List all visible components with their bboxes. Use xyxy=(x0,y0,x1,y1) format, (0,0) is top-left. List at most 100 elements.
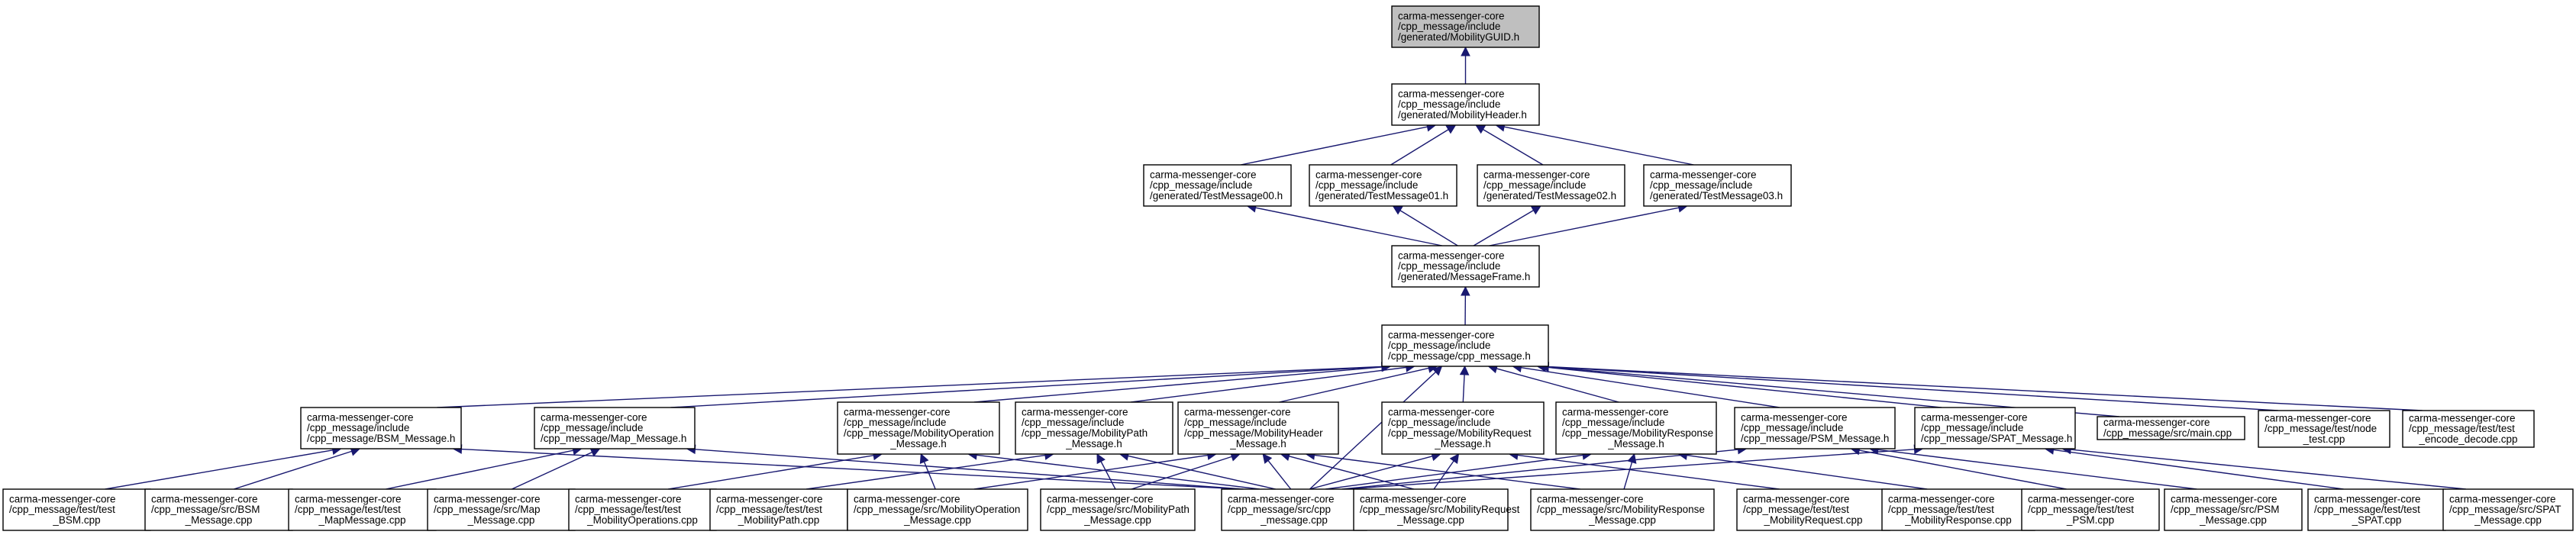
node-label-line: /cpp_message/src/cpp xyxy=(1228,504,1331,515)
node-label-line: /cpp_message/include xyxy=(307,422,409,433)
node-box xyxy=(2258,410,2390,448)
node-label-line: /cpp_message/include xyxy=(1150,179,1252,191)
graph-node[interactable]: carma-messenger-core/cpp_message/include… xyxy=(1015,401,1173,455)
graph-node[interactable]: carma-messenger-core/cpp_message/src/Mob… xyxy=(1530,488,1715,531)
node-label-line: _Message.cpp xyxy=(903,514,971,526)
node-label-line: _Message.cpp xyxy=(1396,514,1464,526)
node-label-line: carma-messenger-core xyxy=(1650,169,1757,180)
node-label-line: /cpp_message/include xyxy=(1184,417,1286,428)
graph-node[interactable]: carma-messenger-core/cpp_message/src/cpp… xyxy=(1221,488,1367,531)
node-label-line: /cpp_message/test/test xyxy=(716,504,822,515)
node-label-line: _Message.h xyxy=(1065,438,1122,449)
graph-node[interactable]: carma-messenger-core/cpp_message/src/mai… xyxy=(2097,416,2245,440)
graph-node[interactable]: carma-messenger-core/cpp_message/test/no… xyxy=(2258,410,2390,448)
node-label-line: /cpp_message/src/MobilityResponse xyxy=(1537,504,1705,515)
node-label-line: _Message.cpp xyxy=(185,514,253,526)
node-box xyxy=(1530,488,1715,531)
graph-node[interactable]: carma-messenger-core/cpp_message/test/te… xyxy=(1881,488,2035,531)
node-label-line: _Message.cpp xyxy=(467,514,535,526)
node-box xyxy=(1015,401,1173,455)
graph-node[interactable]: carma-messenger-core/cpp_message/include… xyxy=(1391,83,1540,126)
graph-node[interactable]: carma-messenger-core/cpp_message/src/Mob… xyxy=(1353,488,1520,531)
graph-node[interactable]: carma-messenger-core/cpp_message/include… xyxy=(837,401,1000,455)
graph-node[interactable]: carma-messenger-core/cpp_message/src/SPA… xyxy=(2442,488,2574,531)
node-label-line: carma-messenger-core xyxy=(1360,493,1467,504)
graph-node[interactable]: carma-messenger-core/cpp_message/src/BSM… xyxy=(144,488,293,531)
node-label-line: /cpp_message/src/Map xyxy=(434,504,541,515)
node-label-line: carma-messenger-core xyxy=(1228,493,1335,504)
node-label-line: carma-messenger-core xyxy=(1921,411,2028,423)
graph-node[interactable]: carma-messenger-core/cpp_message/include… xyxy=(1555,401,1717,455)
edge-n8-to-n7 xyxy=(437,366,1382,408)
node-label-line: carma-messenger-core xyxy=(854,493,960,504)
node-label-line: /cpp_message/test/test xyxy=(9,504,115,515)
node-label-line: /cpp_message/cpp_message.h xyxy=(1388,350,1531,362)
graph-node[interactable]: carma-messenger-core/cpp_message/include… xyxy=(1143,164,1292,207)
graph-node[interactable]: carma-messenger-core/cpp_message/include… xyxy=(1381,324,1549,367)
edge-n28-to-n16 xyxy=(1344,449,1915,490)
graph-node[interactable]: carma-messenger-core/cpp_message/include… xyxy=(1477,164,1625,207)
edge-n25-to-n11 xyxy=(805,454,1046,490)
node-box xyxy=(1177,401,1339,455)
graph-node[interactable]: carma-messenger-core/cpp_message/include… xyxy=(534,407,696,449)
graph-node[interactable]: carma-messenger-core/cpp_message/include… xyxy=(1391,245,1540,288)
edge-n9-to-n7 xyxy=(670,366,1382,408)
graph-node[interactable]: carma-messenger-core/cpp_message/include… xyxy=(1177,401,1339,455)
node-box xyxy=(2442,488,2574,531)
node-box xyxy=(1643,164,1792,207)
node-label-line: /cpp_message/BSM_Message.h xyxy=(307,433,455,444)
node-label-line: /generated/MobilityGUID.h xyxy=(1398,31,1519,43)
graph-node[interactable]: carma-messenger-core/cpp_message/src/PSM… xyxy=(2164,488,2303,531)
graph-node[interactable]: carma-messenger-core/cpp_message/test/te… xyxy=(2307,488,2446,531)
graph-node[interactable]: carma-messenger-core/cpp_message/src/Map… xyxy=(427,488,576,531)
node-label-line: _Message.cpp xyxy=(1083,514,1151,526)
graph-node[interactable]: carma-messenger-core/cpp_message/include… xyxy=(300,407,462,449)
graph-node[interactable]: carma-messenger-core/cpp_message/include… xyxy=(1381,401,1545,455)
arrowhead-icon xyxy=(1475,124,1487,134)
edge-n15-to-n7 xyxy=(1521,366,1780,408)
node-label-line: /cpp_message/src/PSM xyxy=(2171,504,2280,515)
graph-node[interactable]: carma-messenger-core/cpp_message/test/te… xyxy=(288,488,437,531)
edge-n18-to-n7 xyxy=(1548,366,2278,411)
graph-node[interactable]: carma-messenger-core/cpp_message/include… xyxy=(1309,164,1457,207)
node-label-line: /cpp_message/test/test xyxy=(2028,504,2134,515)
node-label-line: /cpp_message/include xyxy=(1483,179,1586,191)
graph-node[interactable]: carma-messenger-core/cpp_message/test/te… xyxy=(1736,488,1890,531)
node-box xyxy=(1381,324,1549,367)
graph-node[interactable]: carma-messenger-core/cpp_message/test/te… xyxy=(709,488,848,531)
node-label-line: /cpp_message/src/BSM xyxy=(151,504,260,515)
edge-n28-to-n15 xyxy=(1341,449,1738,490)
node-label-line: carma-messenger-core xyxy=(1150,169,1257,180)
node-label-line: carma-messenger-core xyxy=(2409,412,2516,424)
graph-node[interactable]: carma-messenger-core/cpp_message/src/Mob… xyxy=(847,488,1028,531)
graph-node[interactable]: carma-messenger-core/cpp_message/test/te… xyxy=(2021,488,2160,531)
node-box xyxy=(2164,488,2303,531)
arrowhead-icon xyxy=(919,453,929,465)
node-label-line: /cpp_message/src/MobilityPath xyxy=(1047,504,1190,515)
graph-root-node: carma-messenger-core/cpp_message/include… xyxy=(1391,5,1540,48)
graph-node[interactable]: carma-messenger-core/cpp_message/include… xyxy=(1734,407,1896,449)
node-label-line: carma-messenger-core xyxy=(1184,406,1291,417)
node-label-line: carma-messenger-core xyxy=(2314,493,2421,504)
node-label-line: /cpp_message/test/test xyxy=(2314,504,2420,515)
graph-node[interactable]: carma-messenger-core/cpp_message/test/te… xyxy=(2,488,151,531)
node-label-line: carma-messenger-core xyxy=(1398,10,1505,21)
graph-node[interactable]: carma-messenger-core/cpp_message/test/te… xyxy=(568,488,717,531)
node-label-line: /cpp_message/include xyxy=(844,417,946,428)
edge-n2-to-n1 xyxy=(1241,126,1428,166)
node-label-line: /cpp_message/include xyxy=(1315,179,1418,191)
node-label-line: /cpp_message/test/node xyxy=(2264,423,2377,434)
node-box xyxy=(534,407,696,449)
node-label-line: carma-messenger-core xyxy=(1537,493,1644,504)
graph-node[interactable]: carma-messenger-core/cpp_message/test/te… xyxy=(2402,410,2535,448)
edge-n6-to-n2 xyxy=(1255,207,1442,246)
edge-n6-to-n4 xyxy=(1473,209,1534,246)
graph-node[interactable]: carma-messenger-core/cpp_message/include… xyxy=(1643,164,1792,207)
graph-node[interactable]: carma-messenger-core/cpp_message/include… xyxy=(1914,407,2076,449)
edge-n33-to-n15 xyxy=(1859,449,2067,490)
node-label-line: carma-messenger-core xyxy=(1743,493,1850,504)
node-label-line: /generated/TestMessage01.h xyxy=(1315,190,1448,201)
graph-node[interactable]: carma-messenger-core/cpp_message/src/Mob… xyxy=(1040,488,1196,531)
node-label-line: /cpp_message/include xyxy=(1921,422,2023,433)
